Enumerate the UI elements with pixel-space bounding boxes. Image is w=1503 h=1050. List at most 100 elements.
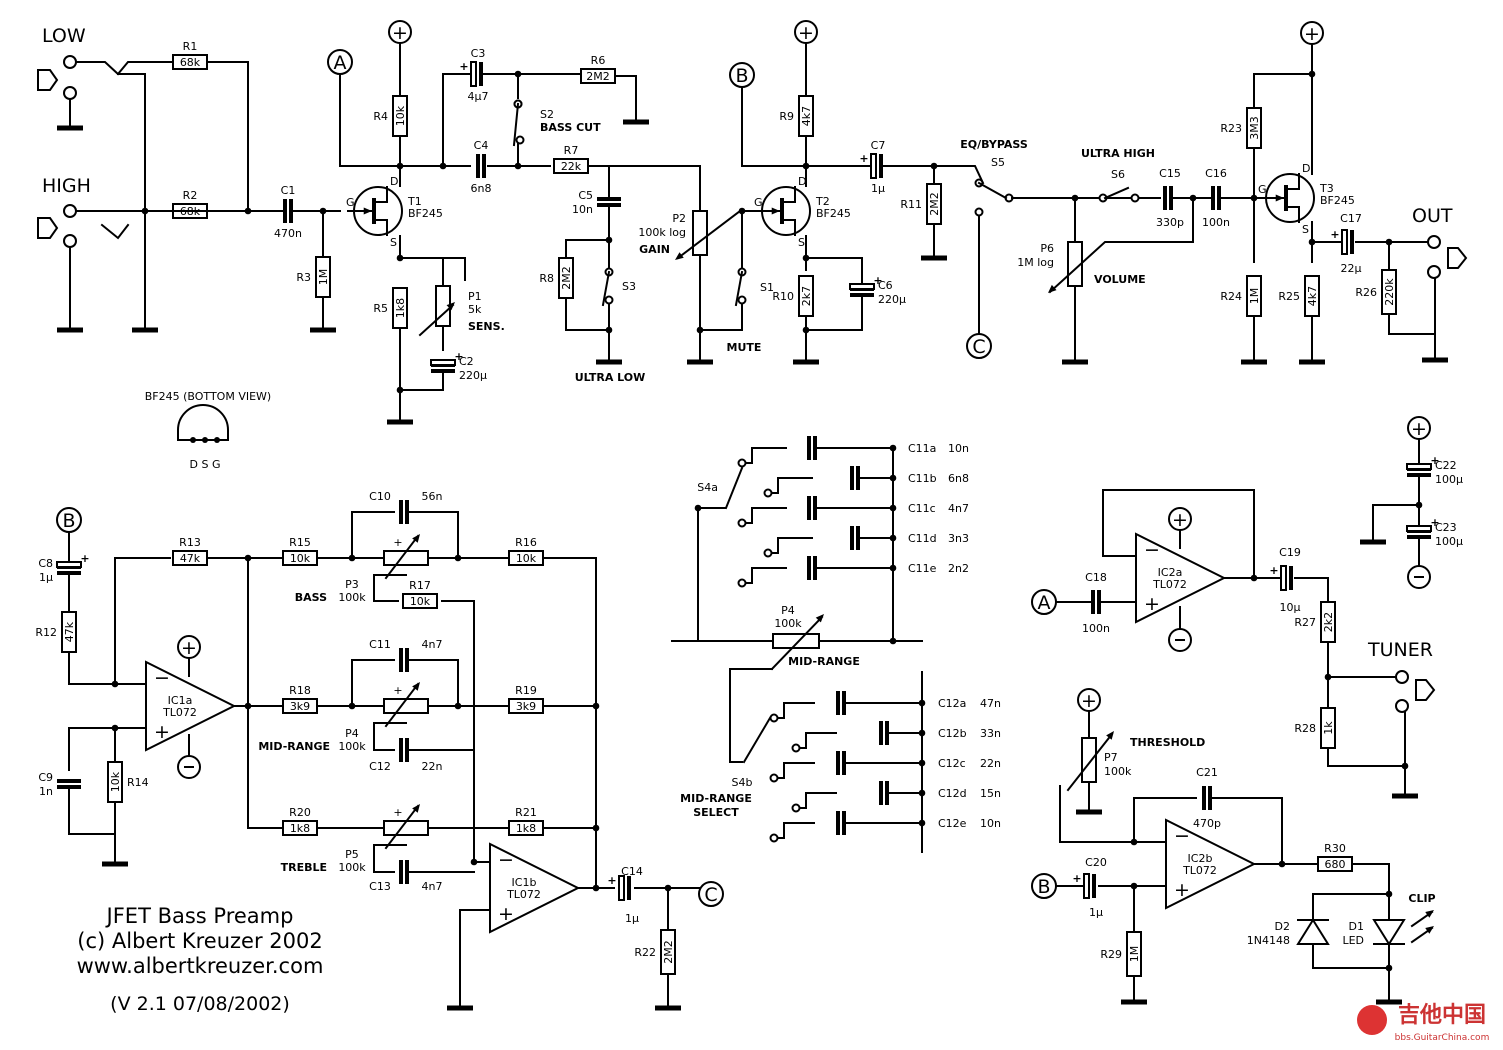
node-b-clip: B — [1031, 873, 1057, 899]
capacitor-value: 1n — [39, 785, 53, 798]
plus-sign: + — [392, 22, 408, 44]
polarity-mark: + — [1269, 564, 1278, 577]
version: (V 2.1 07/08/2002) — [110, 993, 290, 1015]
plus-sign: + — [1411, 418, 1427, 440]
resistor-value: 47k — [63, 621, 76, 642]
capacitor-ref: C8 — [38, 557, 53, 570]
resistor-ref: R1 — [183, 40, 198, 53]
resistor-value: 2k7 — [800, 286, 813, 306]
pot-function: THRESHOLD — [1130, 736, 1205, 749]
switch-ref: S1 — [760, 281, 774, 294]
capacitor-C11 — [399, 648, 409, 672]
supply-negative — [1168, 628, 1192, 652]
capacitor-ref: C18 — [1085, 571, 1107, 584]
resistor-value: 47k — [180, 552, 201, 565]
capacitor-C12-0 — [836, 691, 846, 715]
pot-P4: + — [383, 682, 429, 728]
capacitor-ref: C22 — [1435, 459, 1457, 472]
opamp-ref: IC2a — [1158, 566, 1183, 579]
resistor-value: 1k — [1322, 721, 1335, 735]
capacitor-value: 6n8 — [471, 182, 492, 195]
capacitor-ref: C2 — [459, 355, 474, 368]
node-a-tuner: A — [1031, 589, 1057, 615]
pot-ref: P5 — [345, 848, 359, 861]
polarity-mark: + — [454, 350, 463, 363]
resistor-value: 3M3 — [1248, 116, 1261, 140]
resistor-value: 10k — [516, 552, 537, 565]
switch-S4a — [724, 466, 744, 510]
polarity-mark: + — [1072, 872, 1081, 885]
output-jack: OUT — [1412, 205, 1468, 279]
resistor-ref: R23 — [1220, 122, 1242, 135]
resistor-ref: R6 — [591, 54, 606, 67]
switch-function: MID-RANGE — [680, 792, 752, 805]
capacitor-C17: + — [1330, 228, 1354, 255]
node-letter: B — [735, 65, 748, 87]
switch-function: BASS CUT — [540, 121, 601, 134]
resistor-value: 1M — [1128, 946, 1141, 963]
capacitor-C12-3 — [879, 781, 889, 805]
capacitor-C11-4 — [807, 556, 817, 580]
resistor-value: 2M2 — [560, 266, 573, 290]
pot-value: 100k — [1104, 765, 1132, 778]
capacitor-value: 2n2 — [948, 562, 969, 575]
capacitor-ref: C12a — [938, 697, 966, 710]
pot-P5: + — [383, 804, 429, 850]
capacitor-value: 22µ — [1341, 262, 1362, 275]
resistor-R23: 3M3 R23 — [1220, 107, 1262, 149]
capacitor-C12-4 — [836, 811, 846, 835]
capacitor-C11-3 — [850, 526, 860, 550]
pot-value: 100k log — [638, 226, 686, 239]
tuner-jack: TUNER — [1367, 639, 1436, 713]
node-letter: A — [1038, 592, 1051, 614]
pot-ref: P1 — [468, 290, 482, 303]
resistor-R10: 2k7 R10 — [772, 275, 814, 317]
resistor-ref: R10 — [772, 290, 794, 303]
capacitor-value: 4n7 — [948, 502, 969, 515]
switch-ref: S4b — [732, 776, 753, 789]
opamp-type: TL072 — [162, 706, 197, 719]
capacitor-C13 — [399, 860, 409, 884]
capacitor-value: 4n7 — [422, 880, 443, 893]
capacitor-ref: C1 — [281, 184, 296, 197]
diode-type: 1N4148 — [1247, 934, 1290, 947]
resistor-ref: R18 — [289, 684, 311, 697]
noninverting-input: + — [498, 903, 514, 925]
capacitor-ref: C5 — [578, 189, 593, 202]
diode-ref: D2 — [1275, 920, 1290, 933]
capacitor-ref: C17 — [1340, 212, 1362, 225]
resistor-value: 680 — [1325, 858, 1346, 871]
supply-positive: + — [1168, 507, 1192, 531]
node-letter: C — [704, 884, 717, 906]
plus-sign: + — [798, 22, 814, 44]
polarity-mark: + — [459, 60, 468, 73]
input-label-high: HIGH — [42, 175, 91, 197]
capacitor-ref: C11c — [908, 502, 936, 515]
resistor-value: 1M — [1248, 288, 1261, 305]
opamp-ref: IC2b — [1188, 852, 1213, 865]
capacitor-ref: C12b — [938, 727, 967, 740]
drain-pin: D — [798, 175, 806, 188]
website: www.albertkreuzer.com — [77, 954, 324, 978]
polarity-mark: + — [873, 274, 882, 287]
capacitor-value: 10n — [980, 817, 1001, 830]
capacitor-ref: C11e — [908, 562, 937, 575]
resistor-value: 22k — [561, 160, 582, 173]
node-c-bypass: C — [966, 333, 992, 359]
resistor-ref: R19 — [515, 684, 537, 697]
input-label-low: LOW — [42, 25, 86, 47]
